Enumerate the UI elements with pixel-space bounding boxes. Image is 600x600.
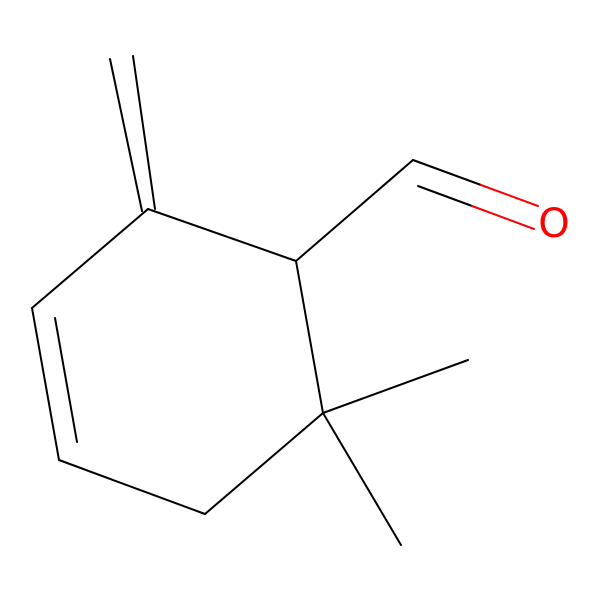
oxygen-atom-label: O [538, 201, 569, 247]
aldehyde-double-bond-b-red [471, 205, 535, 230]
ring-double-bond-inner [54, 317, 78, 443]
methyl-bond-upper [322, 359, 469, 414]
ring-bond-c1-c2 [147, 208, 297, 262]
aldehyde-double-bond-a-black [412, 159, 482, 186]
methyl-bond-lower [322, 412, 402, 546]
ring-bond-c1-c6 [31, 208, 149, 309]
ring-bond-c5-c4 [58, 459, 206, 515]
aldehyde-double-bond-b-black [417, 185, 473, 207]
ring-bond-c6-c5 [31, 307, 60, 461]
aldehyde-bond-c2-c [295, 159, 414, 262]
methylene-double-bond-b [109, 58, 143, 212]
aldehyde-double-bond-a-red [480, 184, 539, 207]
ring-bond-c4-c3 [204, 412, 324, 515]
ring-bond-c3-c2 [295, 260, 324, 414]
methylene-double-bond-a [132, 55, 156, 210]
